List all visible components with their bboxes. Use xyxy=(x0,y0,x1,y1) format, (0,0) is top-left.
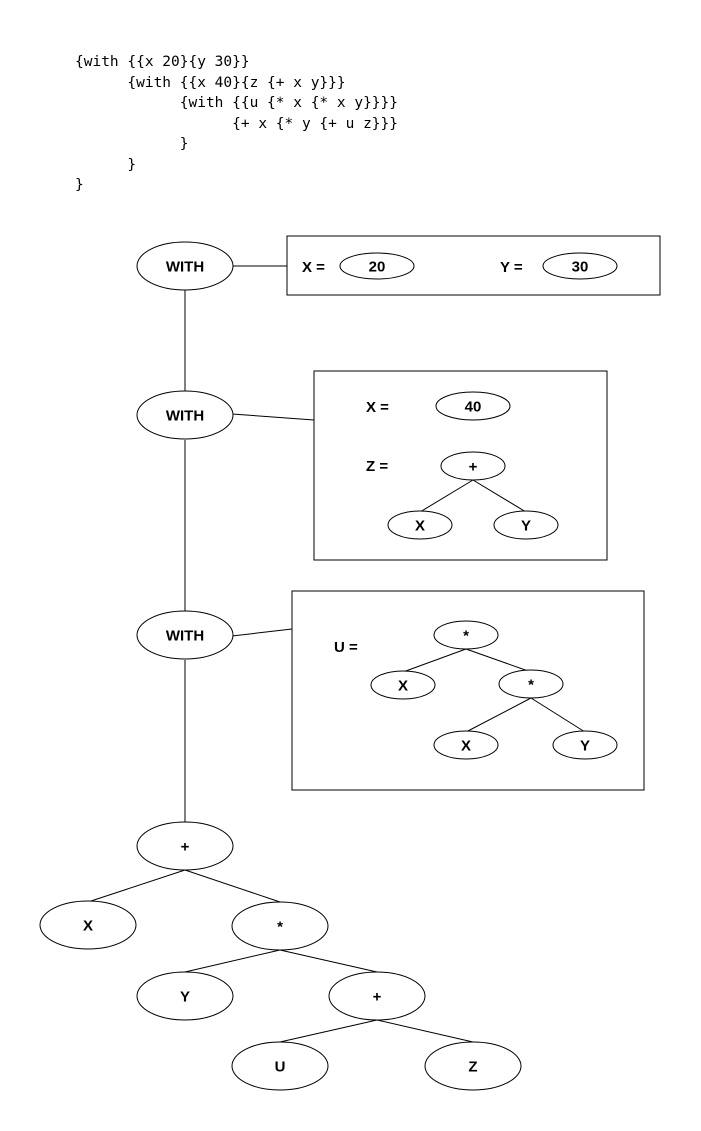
code-line: {with {{x 40}{z {+ x y}}} xyxy=(75,74,346,91)
box3-edge-left xyxy=(402,648,467,673)
box2-z-right: Y xyxy=(521,518,531,535)
body-x-label: X xyxy=(83,918,93,935)
edge-plus2-u xyxy=(279,1019,378,1043)
box3-u-left: X xyxy=(398,678,408,695)
box3-u-inner-op: * xyxy=(528,677,534,694)
box3-edge-right xyxy=(465,648,532,673)
code-line: {+ x {* y {+ u z}}} xyxy=(75,115,399,132)
box1-y-label: Y = xyxy=(500,259,523,276)
with-node-1-label: WITH xyxy=(166,259,204,276)
body-mul-label: * xyxy=(277,919,283,936)
box1-x-label: X = xyxy=(302,259,325,276)
body-z-label: Z xyxy=(468,1059,477,1076)
box2-z-left: X xyxy=(415,518,425,535)
box2-x-value: 40 xyxy=(465,399,482,416)
box2-z-label: Z = xyxy=(366,458,388,475)
body-y-node: Y xyxy=(136,971,234,1021)
box3-u-inner-right: Y xyxy=(580,738,590,755)
code-line: } xyxy=(75,177,84,193)
box2-x-label: X = xyxy=(366,399,389,416)
box3-u-inner-left: X xyxy=(461,738,471,755)
with-node-2-label: WITH xyxy=(166,408,204,425)
binding-box-1: X = 20 Y = 30 xyxy=(286,235,661,296)
box3-edge-inner-left xyxy=(465,697,532,733)
with-node-1: WITH xyxy=(136,241,234,291)
box2-edge-right xyxy=(472,479,527,513)
with-node-2: WITH xyxy=(136,390,234,440)
body-plus2-label: + xyxy=(373,989,382,1006)
edge-plus-mul xyxy=(184,869,281,903)
code-line: } xyxy=(75,136,189,152)
edge-mul-plus2 xyxy=(279,949,378,973)
box1-y-value: 30 xyxy=(572,259,589,276)
binding-box-2: X = 40 Z = + X Y xyxy=(313,370,608,561)
body-z-node: Z xyxy=(424,1041,522,1091)
edge-plus2-z xyxy=(376,1019,474,1043)
edge-with3-box3 xyxy=(231,628,293,637)
body-mul-node: * xyxy=(231,901,329,951)
box3-u-op: * xyxy=(463,628,469,645)
edge-with2-box2 xyxy=(231,413,315,421)
code-line: {with {{x 20}{y 30}} xyxy=(75,54,250,70)
edge-mul-y xyxy=(184,949,281,973)
box3-edge-inner-right xyxy=(530,697,586,733)
body-plus-label: + xyxy=(181,839,190,856)
source-code: {with {{x 20}{y 30}} {with {{x 40}{z {+ … xyxy=(75,52,398,196)
box2-z-op: + xyxy=(469,459,478,476)
binding-box-3: U = * X * X Y xyxy=(291,590,645,791)
with-node-3: WITH xyxy=(136,610,234,660)
with-node-3-label: WITH xyxy=(166,628,204,645)
code-line: {with {{u {* x {* x y}}}} xyxy=(75,95,399,111)
box2-edge-left xyxy=(419,479,474,513)
box1-x-value: 20 xyxy=(369,259,386,276)
body-y-label: Y xyxy=(180,989,190,1006)
body-plus2-node: + xyxy=(328,971,426,1021)
body-u-label: U xyxy=(275,1059,286,1076)
body-plus-node: + xyxy=(136,821,234,871)
edge-plus-x xyxy=(87,869,186,903)
box3-u-label: U = xyxy=(334,639,358,656)
body-x-node: X xyxy=(39,900,137,950)
body-u-node: U xyxy=(231,1041,329,1091)
code-line: } xyxy=(75,156,137,173)
